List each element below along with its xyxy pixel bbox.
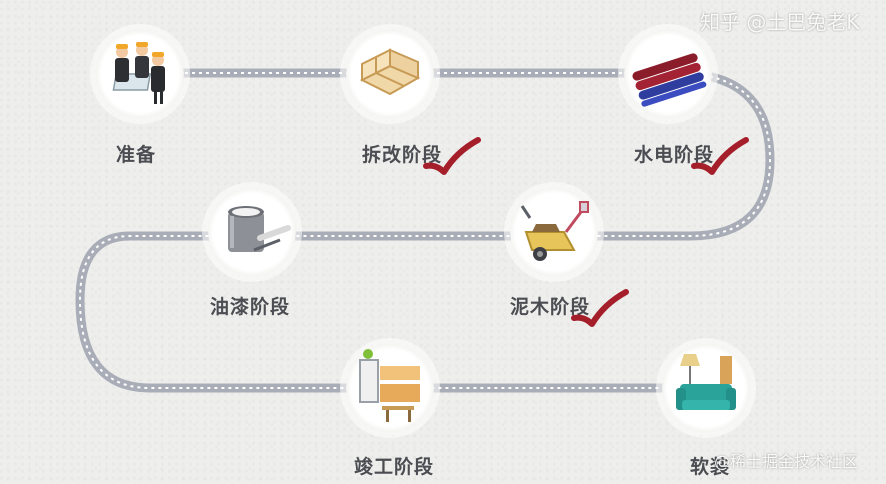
team-planning-icon xyxy=(112,42,165,104)
stage-node-soft-furnishing xyxy=(662,344,750,432)
stage-node-painting xyxy=(208,188,296,276)
paint-bucket-icon xyxy=(228,206,291,252)
kitchen-icon xyxy=(359,349,420,422)
stage-label-masonry-carpentry: 泥木阶段 xyxy=(510,296,591,318)
watermark-top: 知乎 @土巴兔老K xyxy=(700,10,860,34)
stage-node-demolition xyxy=(346,30,434,118)
stage-node-completion xyxy=(346,344,434,432)
stage-label-plumbing-electric: 水电阶段 xyxy=(634,144,715,166)
checkmark-icon xyxy=(571,289,629,327)
checkmark-icon xyxy=(691,137,749,175)
pipes-icon xyxy=(632,53,707,107)
room-frame-icon xyxy=(359,48,421,96)
watermark-bottom: @稀土掘金技术社区 xyxy=(714,452,859,471)
stage-label-prepare: 准备 xyxy=(116,144,157,166)
stage-node-prepare xyxy=(96,30,184,118)
stage-node-masonry-carpentry xyxy=(510,188,598,276)
checkmark-icon xyxy=(423,137,481,175)
cement-mixer-icon xyxy=(520,201,589,261)
stage-label-soft-furnishing: 软装 xyxy=(690,456,731,478)
stage-label-painting: 油漆阶段 xyxy=(210,296,291,318)
stage-node-plumbing-electric xyxy=(624,30,712,118)
stage-label-completion: 竣工阶段 xyxy=(354,456,435,478)
stage-label-demolition: 拆改阶段 xyxy=(362,144,443,166)
sofa-lamp-icon xyxy=(676,354,736,410)
